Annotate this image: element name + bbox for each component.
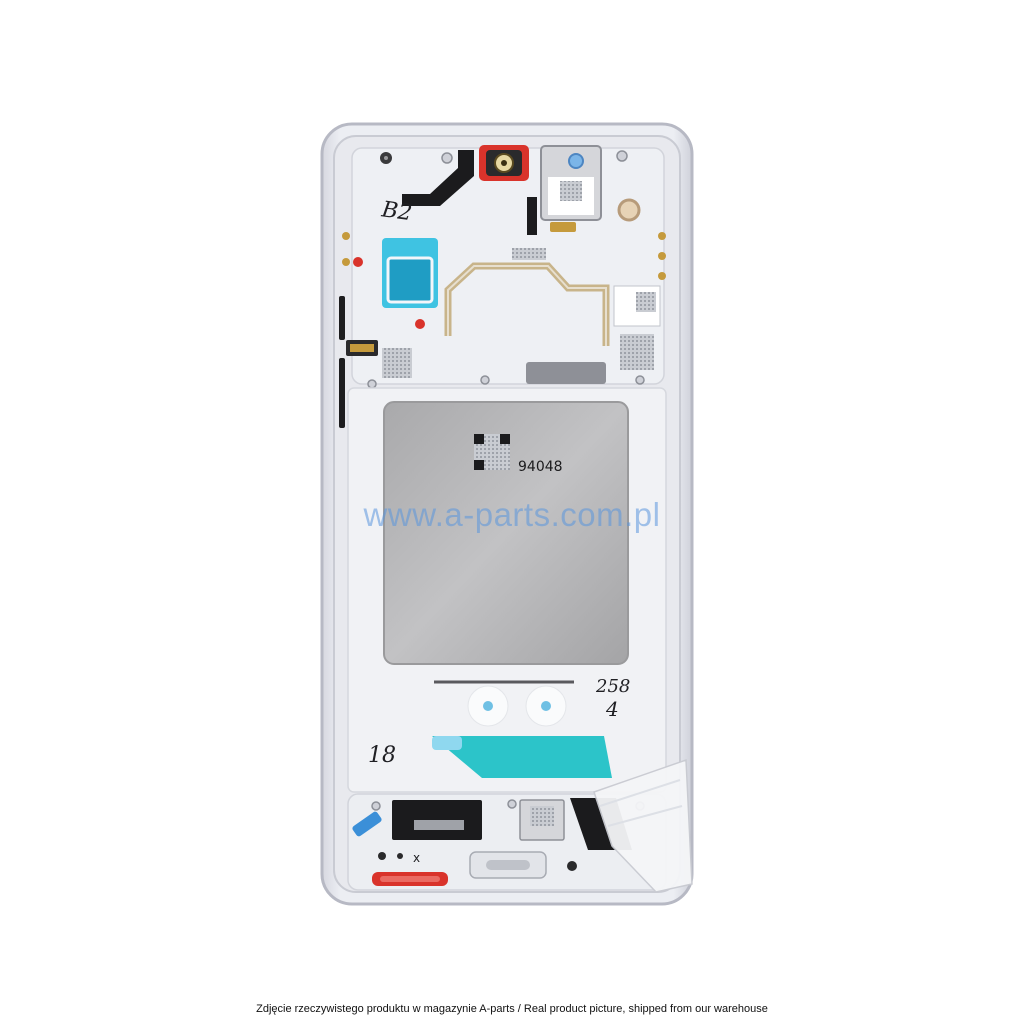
contact-pad (382, 348, 412, 378)
protective-film (593, 758, 693, 893)
sensor-dot (568, 153, 584, 169)
handwritten-mark: x (413, 851, 420, 865)
black-tape (527, 197, 537, 235)
handwritten-note-right-2: 4 (605, 697, 619, 721)
flex-cable (402, 150, 474, 206)
contact-pad (620, 334, 654, 370)
handwritten-note-left: 18 (368, 743, 396, 768)
side-button (339, 296, 345, 340)
grey-slot (526, 362, 606, 384)
side-button (339, 358, 345, 428)
round-contact (617, 198, 641, 222)
battery-code: 94048 (518, 459, 563, 475)
blue-tape-small (352, 811, 382, 837)
cyan-tape (432, 736, 612, 778)
handwritten-note-top: B2 (379, 197, 413, 226)
caption: Zdjęcie rzeczywistego produktu w magazyn… (256, 1003, 768, 1015)
contact-pad (512, 248, 546, 260)
handwritten-note-right-1: 258 (595, 676, 630, 697)
battery-shield (383, 401, 629, 665)
